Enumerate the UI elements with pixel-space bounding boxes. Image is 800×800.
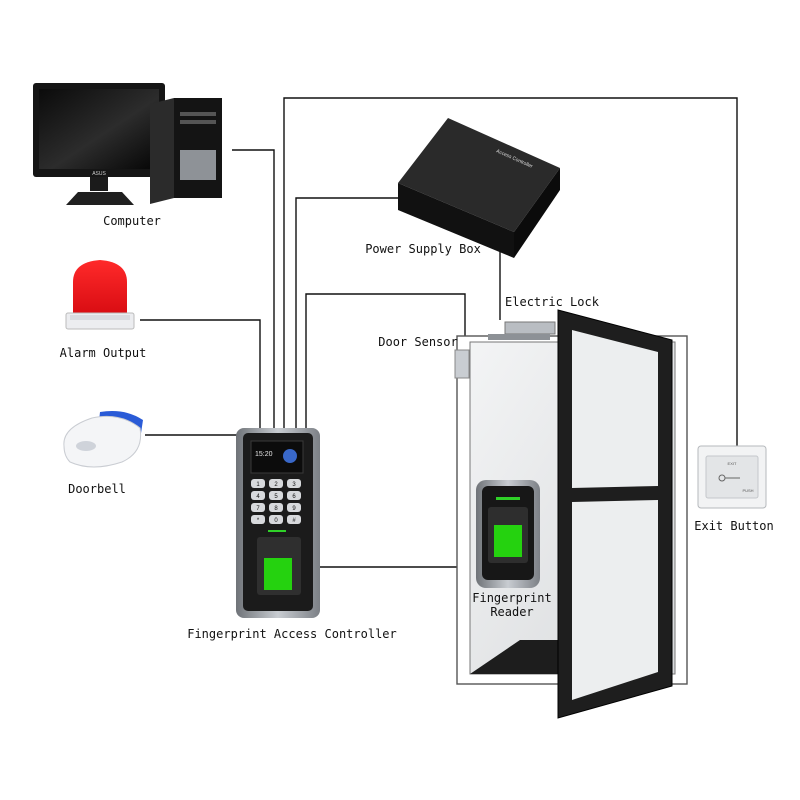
reader-sensor bbox=[494, 525, 522, 557]
keypad-key-label: 4 bbox=[256, 494, 260, 500]
pc-drive-bay-1 bbox=[180, 112, 216, 116]
fingerprint-reader: Fingerprint Reader bbox=[472, 480, 552, 619]
alarm-output-label: Alarm Output bbox=[60, 346, 147, 360]
fingerprint-access-controller-label: Fingerprint Access Controller bbox=[187, 627, 397, 641]
keypad-key-label: * bbox=[257, 518, 260, 524]
power-supply-box-label: Power Supply Box bbox=[365, 242, 481, 256]
door-floor-shadow bbox=[470, 640, 560, 674]
monitor-neck bbox=[90, 177, 108, 191]
exit-button-inner bbox=[705, 455, 759, 499]
doorbell-label: Doorbell bbox=[68, 482, 126, 496]
monitor-brand: ASUS bbox=[92, 171, 106, 177]
computer: ASUS Computer bbox=[33, 83, 222, 228]
door-glass-upper bbox=[572, 330, 658, 488]
keypad-key-label: 8 bbox=[274, 506, 278, 512]
keypad-key bbox=[287, 479, 301, 488]
keypad-key bbox=[287, 503, 301, 512]
power-box-side bbox=[514, 168, 560, 258]
keypad-key bbox=[251, 515, 265, 524]
fingerprint-reader-label-2: Reader bbox=[490, 605, 533, 619]
controller-fingerprint-sensor bbox=[264, 558, 292, 590]
alarm-base-ring bbox=[70, 315, 130, 320]
keypad-key bbox=[269, 479, 283, 488]
keypad-key bbox=[251, 503, 265, 512]
keypad-key bbox=[287, 491, 301, 500]
electric-lock-label: Electric Lock bbox=[505, 295, 600, 309]
power-box-top bbox=[398, 118, 560, 232]
screen-globe-icon bbox=[283, 449, 297, 463]
wire-alarm bbox=[140, 319, 261, 428]
controller-screen-time: 15:20 bbox=[255, 451, 273, 458]
reader-indicator bbox=[496, 497, 520, 500]
keypad-key-label: 5 bbox=[274, 494, 278, 500]
alarm-red-dome bbox=[73, 260, 127, 315]
monitor-base bbox=[66, 192, 134, 205]
keypad-key-label: # bbox=[292, 518, 296, 524]
wiring bbox=[140, 97, 738, 568]
keypad-key-label: 2 bbox=[274, 482, 278, 488]
controller-status-led bbox=[268, 530, 286, 532]
exit-button: EXIT PUSH Exit Button bbox=[694, 445, 774, 533]
doorbell-speaker bbox=[76, 441, 96, 451]
pc-drive-bay-2 bbox=[180, 120, 216, 124]
power-box-front bbox=[398, 183, 514, 258]
keypad-key-label: 7 bbox=[256, 506, 260, 512]
keypad-key bbox=[251, 479, 265, 488]
doorbell-body bbox=[63, 415, 142, 468]
keypad-key bbox=[269, 515, 283, 524]
monitor-screen bbox=[39, 89, 159, 169]
keypad-key bbox=[269, 491, 283, 500]
keypad-key-label: 1 bbox=[256, 482, 260, 488]
keypad-key bbox=[251, 491, 265, 500]
keypad-key bbox=[287, 515, 301, 524]
exit-button-label: Exit Button bbox=[694, 519, 773, 533]
wire-power-supply bbox=[295, 197, 400, 428]
doorbell: Doorbell bbox=[63, 411, 143, 496]
electric-lock-plate bbox=[488, 334, 550, 340]
controller-keypad: 1 2 3 4 5 6 7 8 9 * 0 # bbox=[251, 479, 301, 524]
pc-tower-side bbox=[150, 98, 174, 204]
keypad-key-label: 0 bbox=[274, 518, 278, 524]
keypad-key-label: 9 bbox=[292, 506, 296, 512]
electric-lock-device bbox=[504, 321, 556, 335]
wire-electric-lock bbox=[305, 293, 466, 428]
door-sensor-label: Door Sensor bbox=[378, 335, 457, 349]
keypad-key-label: 3 bbox=[292, 482, 296, 488]
fingerprint-reader-label-1: Fingerprint bbox=[472, 591, 551, 605]
power-supply-box: Access Controller Power Supply Box bbox=[365, 118, 560, 258]
pc-front-panel bbox=[180, 150, 216, 180]
alarm-output: Alarm Output bbox=[60, 260, 147, 360]
exit-button-face-text: PUSH bbox=[742, 488, 753, 493]
wire-exit-button bbox=[283, 97, 738, 446]
keypad-key-label: 6 bbox=[292, 494, 296, 500]
door-sensor-device bbox=[454, 349, 470, 379]
exit-button-top-text: EXIT bbox=[728, 461, 737, 466]
door-glass-lower bbox=[572, 500, 658, 700]
wire-computer bbox=[232, 149, 275, 428]
computer-label: Computer bbox=[103, 214, 161, 228]
fingerprint-access-controller: 15:20 1 2 3 4 5 6 7 8 9 * 0 # Fingerprint Access Co… bbox=[187, 428, 397, 641]
keypad-key bbox=[269, 503, 283, 512]
